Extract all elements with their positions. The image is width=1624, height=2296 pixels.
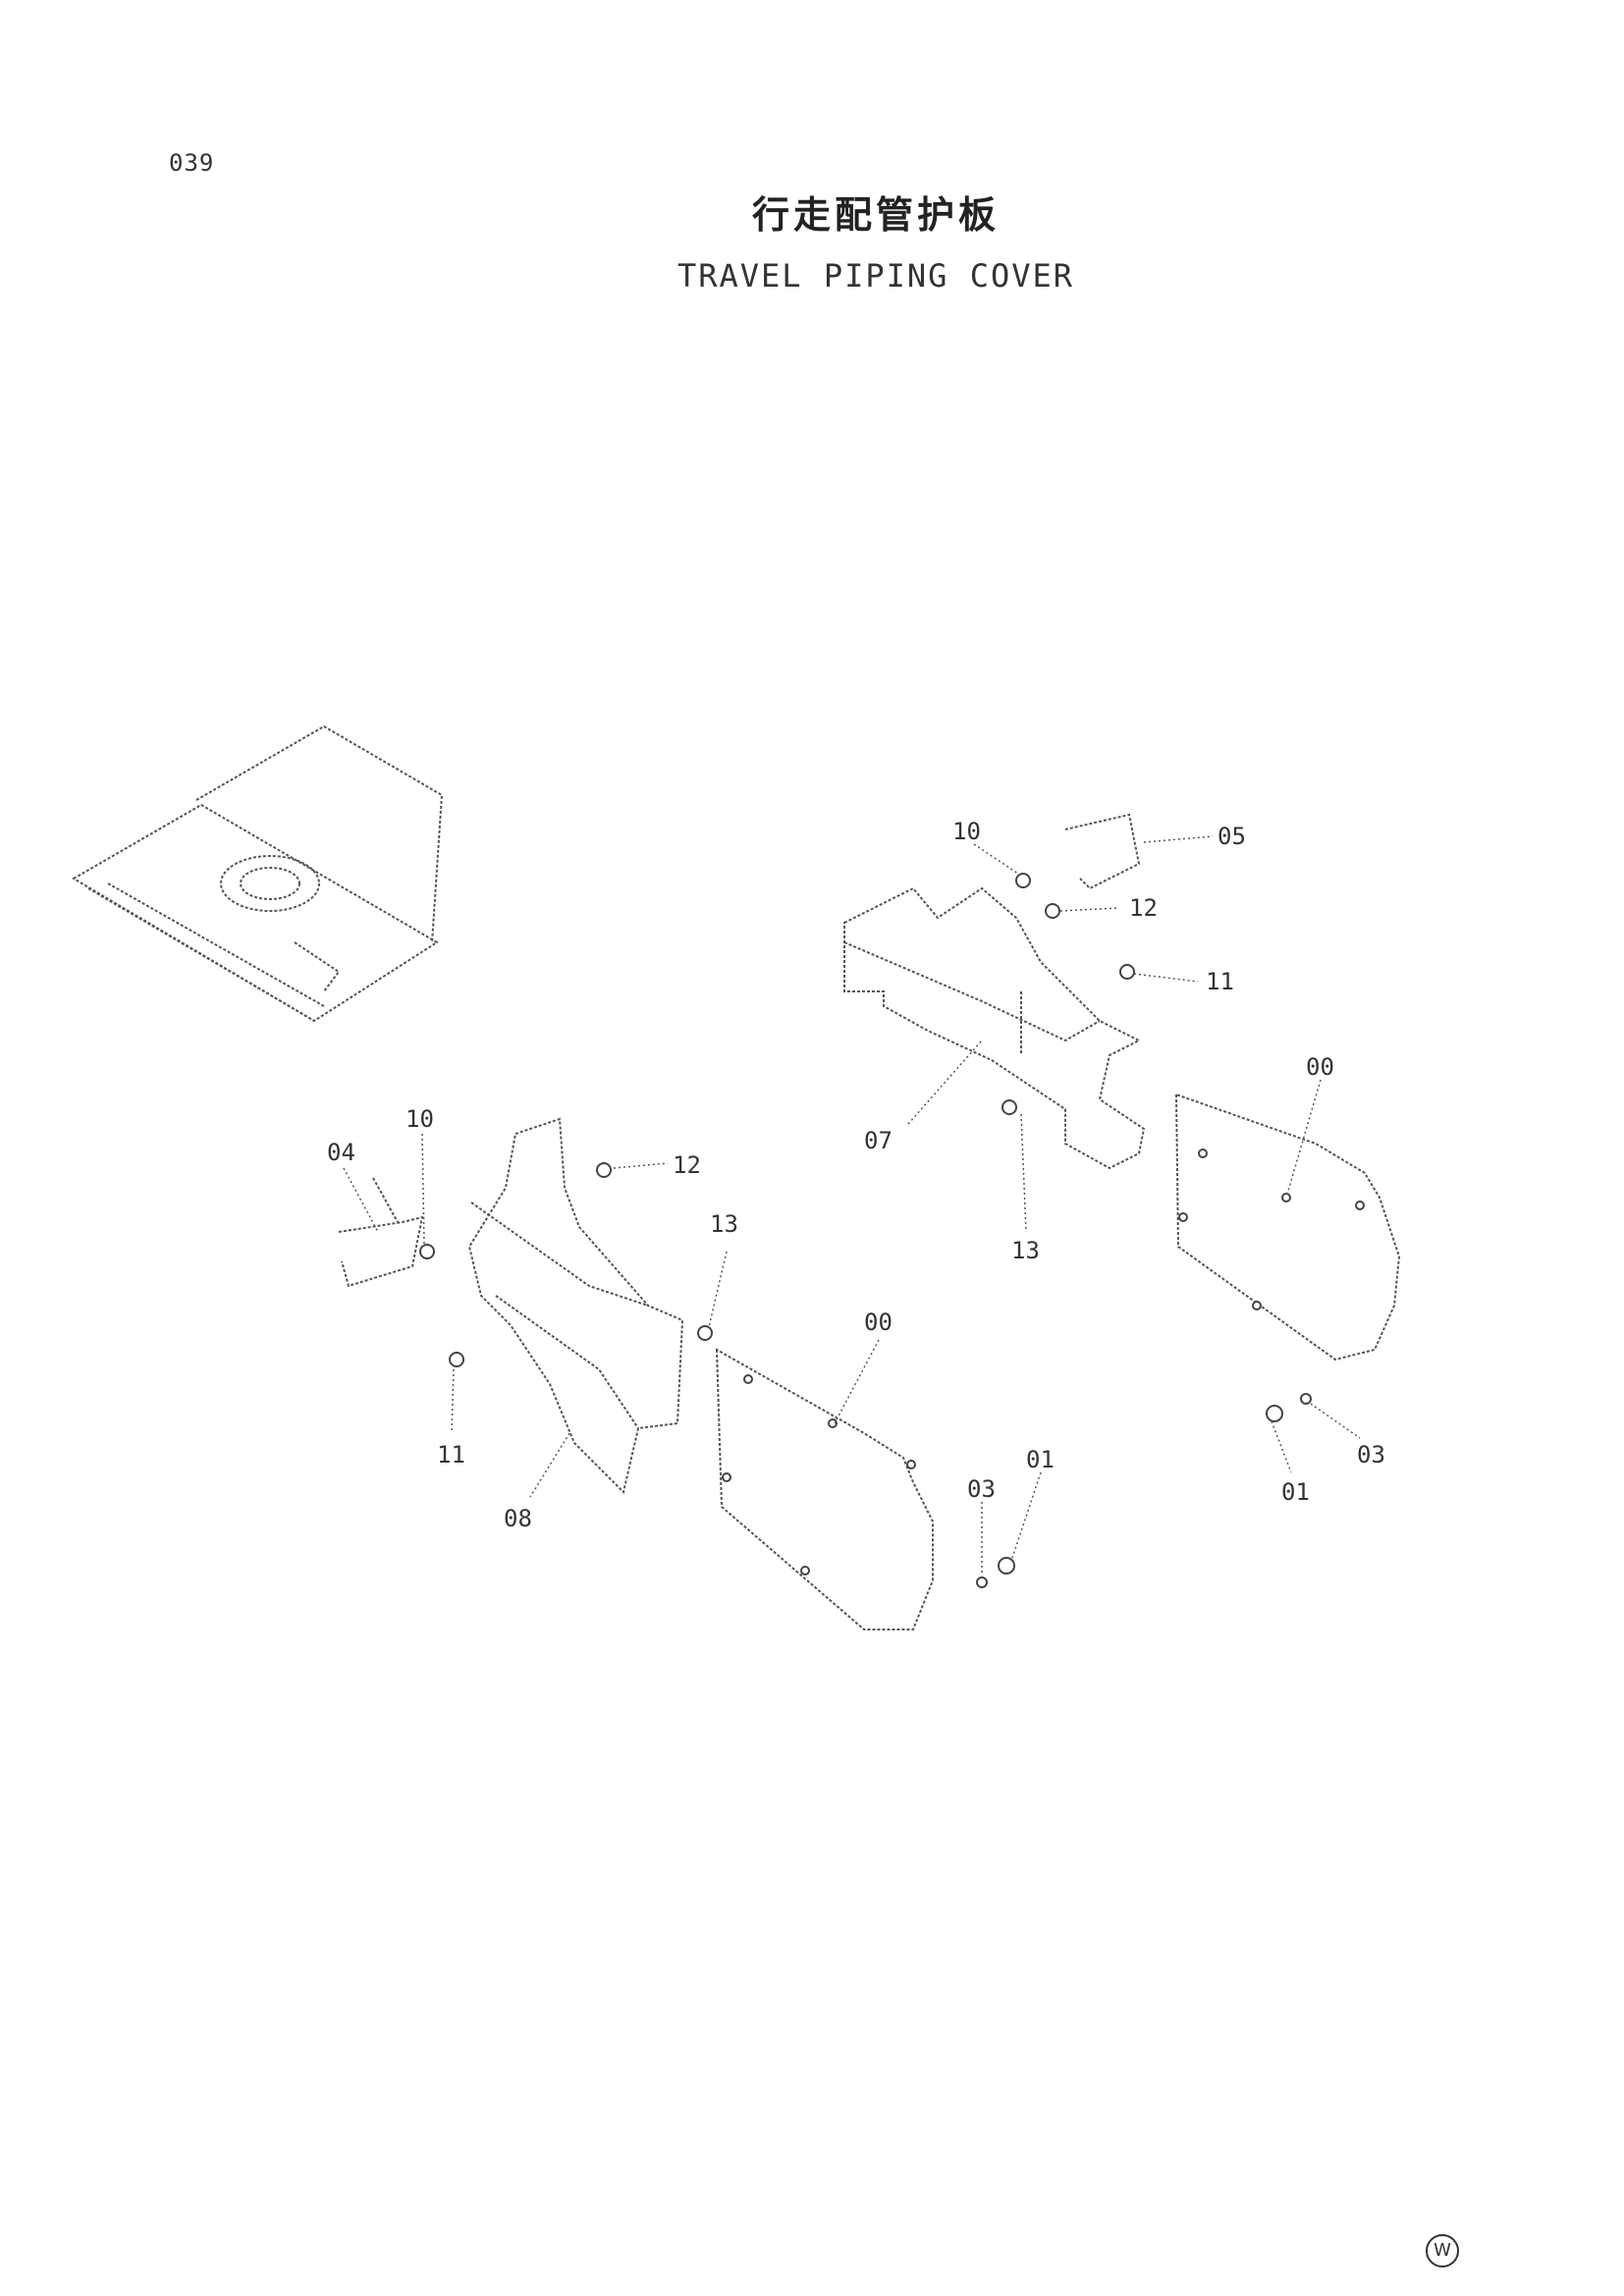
part-04-bracket	[338, 1215, 424, 1288]
washer-03-right	[1300, 1393, 1312, 1405]
part-07-cover	[843, 886, 1146, 1170]
bolt-11-left	[449, 1352, 464, 1367]
callout-12-left: 12	[673, 1151, 701, 1179]
callout-13-right: 13	[1011, 1237, 1040, 1264]
callout-10-left: 10	[406, 1105, 434, 1133]
bolt-13-right	[1001, 1099, 1017, 1115]
bolt-01-left	[998, 1557, 1015, 1575]
leader-lines	[343, 835, 1361, 1575]
callout-08: 08	[504, 1505, 532, 1532]
callout-10-right: 10	[952, 818, 981, 845]
callout-12-right: 12	[1129, 894, 1158, 922]
callout-07: 07	[864, 1127, 893, 1154]
part-05-bracket	[1064, 813, 1141, 890]
callout-03-right: 03	[1357, 1441, 1385, 1468]
bolt-11-right	[1119, 964, 1135, 980]
callout-01-left: 01	[1026, 1446, 1055, 1473]
callout-00-right: 00	[1306, 1053, 1334, 1081]
bolt-10-right	[1015, 873, 1031, 888]
part-00-right-plate	[1174, 1093, 1401, 1362]
bolt-01-right	[1266, 1405, 1283, 1422]
callout-04: 04	[327, 1139, 355, 1166]
washer-03-left	[976, 1576, 988, 1588]
callout-11-right: 11	[1206, 968, 1234, 995]
part-00-left-plate	[715, 1348, 934, 1630]
callout-05: 05	[1218, 823, 1246, 850]
callout-00-left: 00	[864, 1308, 893, 1336]
callout-11-left: 11	[437, 1441, 465, 1468]
part-08-cover	[467, 1117, 684, 1494]
circled-w-mark: W	[1426, 2234, 1459, 2268]
callout-01-right: 01	[1281, 1478, 1310, 1506]
title-chinese: 行走配管护板	[751, 193, 1000, 237]
undercarriage-overview-thumbnail	[72, 724, 444, 1023]
bolt-13-left	[697, 1325, 713, 1341]
bolt-10-left	[419, 1244, 435, 1259]
callout-13-left: 13	[710, 1210, 738, 1238]
title-english: TRAVEL PIPING COVER	[677, 257, 1075, 294]
bolt-12-left	[596, 1162, 612, 1178]
page-number: 039	[169, 149, 215, 177]
callout-03-left: 03	[967, 1475, 996, 1503]
bolt-12-right	[1045, 903, 1060, 919]
